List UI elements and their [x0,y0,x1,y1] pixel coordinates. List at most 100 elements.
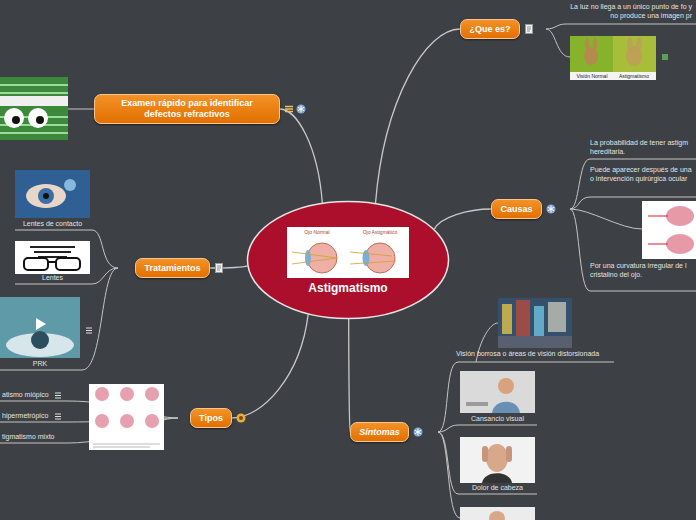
headache-photo-part [460,437,535,483]
contact-lens-photo-part [26,184,66,208]
person-photo [460,507,535,520]
tired-person-photo-part [498,378,514,394]
eye-cross-section-photo-part [666,206,694,226]
main-topic-box: ¿Que es? [460,19,520,39]
subtopic-label: Ojo Normal [293,229,341,235]
leader-lines-part [68,109,97,110]
astigmatic-light-rays [350,252,396,264]
leader-lines [0,24,696,518]
headache-photo-part [482,473,512,483]
leader-lines-part [546,24,696,29]
list-icons [55,328,92,419]
leader-lines-part [438,362,614,432]
topic-icon [296,104,306,114]
subtopic-label: La luz no llega a un único punto de fo y… [566,3,692,21]
prk-video-still [0,297,80,358]
astigmatism-test-image [0,77,68,140]
topic-text-wrap: Causas [500,204,532,215]
subtopic-label: Puede aparecer después de una o interven… [590,166,692,184]
leader-lines-part [438,432,460,518]
astigmatism-test-image-part [0,77,68,140]
contact-lens-photo-part [43,193,49,199]
rabbit-photo [570,36,668,80]
contact-lens-photo-part [64,179,76,191]
eye-cross-section-photo-part [642,201,696,259]
topic-icon [413,427,423,437]
branch-connector [376,29,461,203]
astigmatism-types-figure-part [95,387,109,401]
rabbit-photo-part [636,37,642,51]
glasses-photo-part [56,258,80,270]
main-topic-box: Causas [491,199,542,219]
tired-person-photo-part [466,402,488,406]
glasses-photo-part [48,261,56,263]
topic-title: Tratamientos [144,263,200,274]
astigmatic-eye-lens [363,250,370,266]
topic-title: Causas [500,204,532,215]
topic-text-wrap: Tratamientos [144,263,200,274]
topic-title: Tipos [199,413,223,424]
headache-photo [460,437,535,483]
branch-connector [232,314,308,418]
note-lines [527,27,531,31]
tired-person-photo [460,371,535,413]
headache-photo-part [486,444,508,472]
subtopic-label: Ojo Astigmático [352,229,408,235]
rabbit-photo-part [627,37,633,51]
topic-icon [236,413,246,423]
attachment-icon [547,205,556,214]
topic-text-wrap: Tipos [199,413,223,424]
asterisk-mark [548,206,554,213]
note-icon [526,25,533,34]
subtopic-label: Dolor de cabeza [460,484,535,493]
central-topic: Astigmatismo [246,200,450,320]
asterisk-mark [415,429,421,436]
headache-photo-part [506,446,512,462]
glasses-photo-part [24,258,48,270]
normal-eye-lens [305,250,311,266]
list-icons-part [55,414,61,419]
note-icon [216,264,223,273]
subtopic-label: PRK [0,360,80,369]
subtopic-label: hipermetrópico [2,412,54,421]
topic-text-wrap: Síntomas [359,427,400,438]
blurry-street-photo-part [548,302,566,332]
blurry-street-photo-part [498,336,572,348]
astigmatism-test-image-part [12,116,20,124]
leader-lines-part [546,29,570,57]
astigmatism-test-image-part [36,116,44,124]
astigmatism-types-figure-part [120,387,134,401]
count-icon [237,414,246,423]
rabbit-photo-part [570,72,656,80]
headache-photo-part [482,446,488,462]
subtopic-label: Lentes [15,274,90,283]
astigmatism-types-figure-part [145,414,159,428]
eye-cross-section-photo [642,201,696,259]
glasses-photo [15,241,90,274]
leader-lines-part [438,425,537,432]
astigmatism-types-figure [89,384,164,450]
astigmatism-types-figure-part [89,384,164,450]
branch-connector [434,209,491,229]
subtopic-label: La probabilidad de tener astigm heredita… [590,139,692,157]
subtopic-label: Lentes de contacto [15,220,90,229]
topic-icon [524,24,534,34]
asterisk-mark [298,106,304,113]
count-dot [239,416,243,420]
topic-title: ¿Que es? [469,24,510,35]
astigmatism-types-figure-part [120,414,134,428]
topic-icon [214,263,224,273]
leader-lines-part [0,268,118,370]
attachment-icon [297,105,306,114]
person-photo-part [489,511,505,520]
note-lines [217,266,221,270]
blurry-street-photo-part [498,298,572,348]
tired-person-photo-part [492,402,520,413]
astigmatism-test-image-part [0,85,68,133]
topic-title: Examen rápido para identificar defectos … [103,98,271,120]
subtopic-label: Cansancio visual [460,415,535,424]
subtopic-label: Astigmatismo [613,73,655,79]
branch-connector [280,109,322,203]
list-icon [285,107,293,112]
main-topic-box: Tipos [190,408,232,428]
